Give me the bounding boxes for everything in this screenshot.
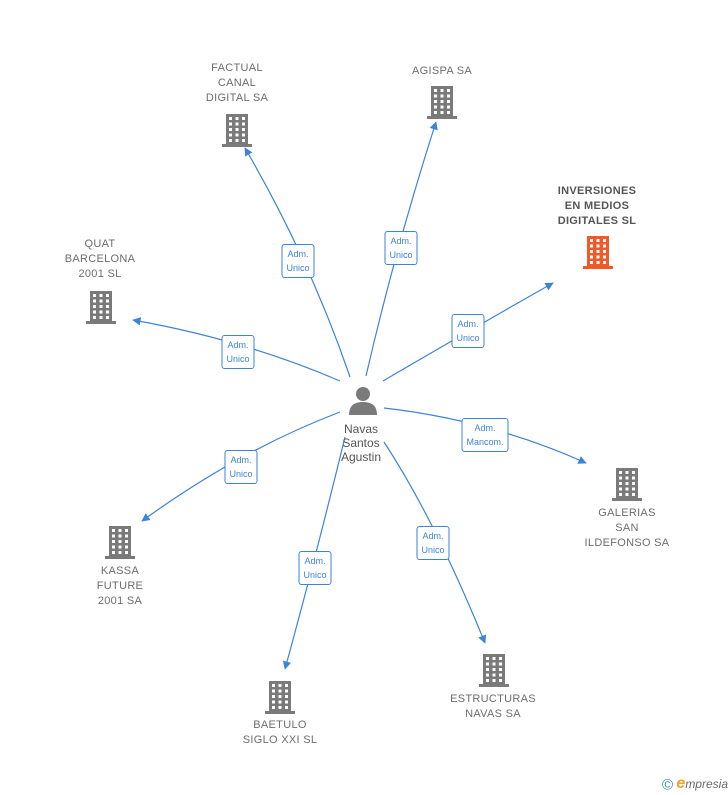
company-label-line: 2001 SA — [97, 595, 143, 607]
company-label-line: SAN — [615, 522, 639, 534]
role-tag-line: Mancom. — [466, 437, 504, 447]
company-label-galerias[interactable]: GALERIAS SAN ILDEFONSO SA — [585, 506, 670, 551]
building-icon — [583, 236, 613, 269]
role-tag-line: Adm. — [457, 319, 479, 329]
role-tag-kassa: Adm. Unico — [224, 450, 258, 484]
company-label-line: EN MEDIOS — [564, 200, 630, 212]
role-tag-line: Unico — [303, 570, 327, 580]
company-label-line: ESTRUCTURAS — [450, 693, 536, 705]
company-label-line: NAVAS SA — [465, 708, 521, 720]
role-tag-baetulo: Adm. Unico — [298, 551, 332, 585]
building-icon — [86, 291, 116, 324]
building-icon-kassa[interactable] — [104, 525, 136, 564]
company-label-line: INVERSIONES — [557, 185, 637, 197]
company-label-line: FUTURE — [96, 580, 144, 592]
company-label-line: QUAT — [84, 238, 116, 250]
building-icon-galerias[interactable] — [611, 467, 643, 506]
building-icon — [105, 526, 135, 559]
role-tag-line: Unico — [286, 263, 310, 273]
role-tag-line: Adm. — [304, 556, 326, 566]
empresia-watermark[interactable]: © empresia — [662, 775, 728, 793]
company-label-line: KASSA — [100, 565, 140, 577]
role-tag-estructuras: Adm. Unico — [416, 526, 450, 560]
role-tag-line: Unico — [421, 545, 445, 555]
building-icon-quat[interactable] — [85, 290, 117, 329]
company-label-line: DIGITAL SA — [205, 92, 269, 104]
building-icon — [427, 86, 457, 119]
company-label-line: 2001 SL — [78, 268, 122, 280]
brand-logo-text: mpresia — [685, 776, 728, 791]
company-label-inversiones[interactable]: INVERSIONES EN MEDIOS DIGITALES SL — [558, 184, 637, 229]
company-label-line: GALERIAS — [598, 507, 656, 519]
building-icon — [265, 681, 295, 714]
role-tag-agispa: Adm. Unico — [384, 231, 418, 265]
company-label-line: ILDEFONSO SA — [584, 537, 670, 549]
person-name-line: Agustin — [340, 450, 382, 464]
person-name-line: Navas — [343, 422, 378, 436]
role-tag-galerias: Adm. Mancom. — [461, 418, 509, 452]
company-label-kassa[interactable]: KASSA FUTURE 2001 SA — [97, 564, 143, 609]
role-tag-line: Adm. — [474, 423, 496, 433]
building-icon-inversiones[interactable] — [582, 235, 614, 274]
role-tag-factual: Adm. Unico — [281, 244, 315, 278]
company-label-line: SIGLO XXI SL — [242, 734, 318, 746]
building-icon — [222, 114, 252, 147]
company-label-line: FACTUAL — [211, 62, 263, 74]
role-tag-line: Adm. — [287, 249, 309, 259]
building-icon-agispa[interactable] — [426, 85, 458, 124]
company-label-factual[interactable]: FACTUAL CANAL DIGITAL SA — [206, 61, 268, 106]
brand-logo-initial: e — [676, 774, 686, 792]
building-icon — [612, 468, 642, 501]
building-icon — [479, 654, 509, 687]
role-tag-line: Unico — [456, 333, 480, 343]
company-label-line: CANAL — [217, 77, 257, 89]
company-label-agispa[interactable]: AGISPA SA — [412, 64, 472, 79]
copyright-icon: © — [662, 776, 674, 793]
company-label-line: BAETULO — [253, 719, 307, 731]
company-label-baetulo[interactable]: BAETULO SIGLO XXI SL — [243, 718, 318, 748]
company-label-line: AGISPA SA — [412, 65, 472, 77]
person-icon[interactable] — [348, 386, 378, 421]
role-tag-line: Unico — [229, 469, 253, 479]
building-icon-baetulo[interactable] — [264, 680, 296, 719]
role-tag-line: Adm. — [390, 236, 412, 246]
person-name-line: Santos — [342, 436, 380, 450]
company-label-quat[interactable]: QUAT BARCELONA 2001 SL — [65, 237, 136, 282]
company-label-line: BARCELONA — [64, 253, 136, 265]
company-label-line: DIGITALES SL — [557, 215, 637, 227]
building-icon-estructuras[interactable] — [478, 653, 510, 692]
role-tag-line: Unico — [226, 354, 250, 364]
building-icon-factual[interactable] — [221, 113, 253, 152]
role-tag-line: Adm. — [230, 455, 252, 465]
role-tag-line: Adm. — [422, 531, 444, 541]
company-label-estructuras[interactable]: ESTRUCTURAS NAVAS SA — [450, 692, 536, 722]
role-tag-inversiones: Adm. Unico — [451, 314, 485, 348]
role-tag-line: Adm. — [227, 340, 249, 350]
role-tag-line: Unico — [389, 250, 413, 260]
role-tag-quat: Adm. Unico — [221, 335, 255, 369]
